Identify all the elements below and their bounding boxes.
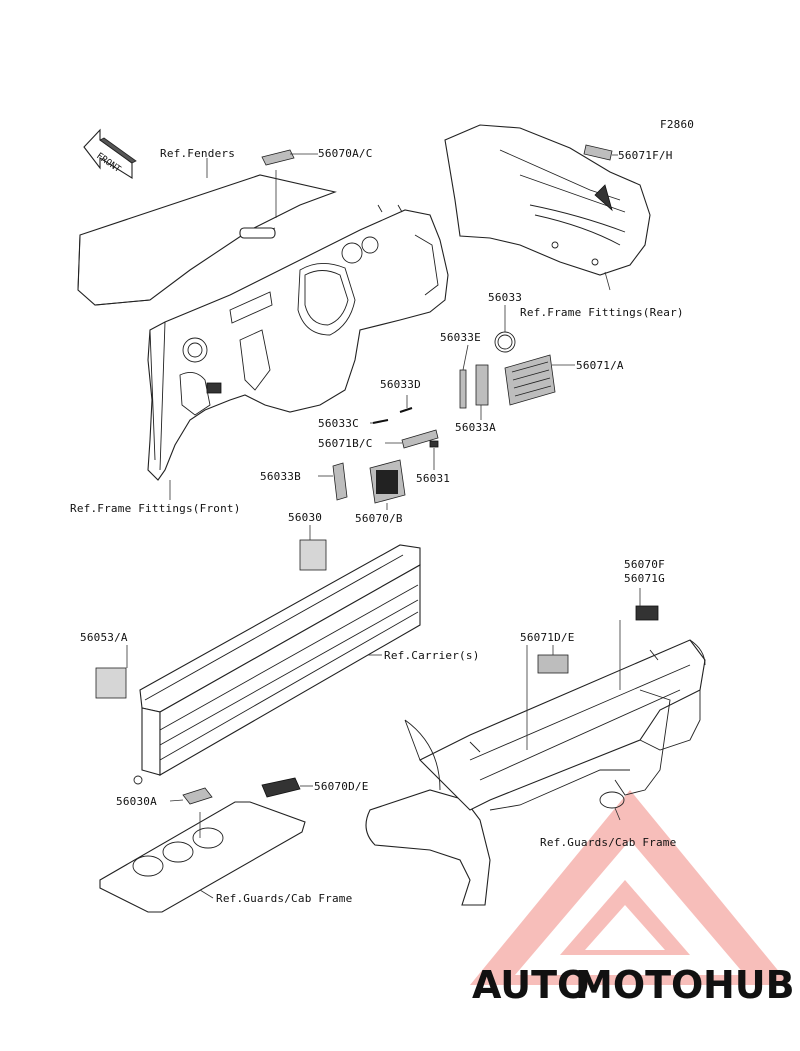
sticker-56071BC [401, 429, 439, 449]
label-56070F: 56070F [624, 558, 665, 571]
sticker-56071FH [583, 144, 613, 161]
clip-56033 [494, 331, 516, 353]
label-56071FH: 56071F/H [618, 149, 673, 162]
sticker-56070F-56071G [635, 605, 659, 621]
label-56071DE: 56071D/E [520, 631, 575, 644]
floor-board [99, 777, 306, 913]
leader-lines [126, 153, 641, 899]
label-56053A: 56053/A [80, 631, 128, 644]
strip-56033D [399, 407, 413, 413]
watermark-auto: AUTO [472, 963, 589, 1007]
watermark-triangle-core-inner [585, 905, 665, 950]
sticker-56070DE [261, 777, 301, 798]
sticker-56071DE [537, 654, 569, 674]
watermark-wordmark: AUTO MOTO HUB [472, 963, 795, 1007]
label-56033D: 56033D [380, 378, 421, 391]
label-56033: 56033 [488, 291, 522, 304]
sticker-56033B [332, 462, 348, 501]
sticker-56070AC [261, 149, 295, 166]
strip-56033C [372, 419, 389, 424]
label-ref-frame-fittings-rear: Ref.Frame Fittings(Rear) [520, 306, 684, 319]
label-56071G: 56071G [624, 572, 665, 585]
watermark-hub: HUB [703, 963, 795, 1007]
watermark-logo [470, 790, 790, 985]
sticker-56071A [504, 354, 556, 406]
rear-fender-panel [444, 124, 651, 276]
sticker-56031 [429, 440, 439, 448]
label-ref-guards-cab-frame-right: Ref.Guards/Cab Frame [540, 836, 676, 849]
label-56033C: 56033C [318, 417, 359, 430]
label-56070DE: 56070D/E [314, 780, 369, 793]
label-56033A: 56033A [455, 421, 496, 434]
label-ref-carriers: Ref.Carrier(s) [384, 649, 480, 662]
label-56033B: 56033B [260, 470, 301, 483]
label-ref-fenders: Ref.Fenders [160, 147, 235, 160]
tailgate-panel [95, 539, 421, 785]
strip-56033E [459, 369, 467, 409]
sticker-56053A [95, 667, 127, 699]
watermark-moto: MOTO [575, 963, 703, 1007]
front-arrow-icon: FRONT [83, 128, 137, 179]
label-56071A: 56071/A [576, 359, 624, 372]
label-56071BC: 56071B/C [318, 437, 373, 450]
label-56033E: 56033E [440, 331, 481, 344]
strip-56033A [475, 364, 489, 406]
sticker-56030 [299, 539, 327, 571]
dashboard-panel [147, 204, 449, 481]
sticker-56070B [369, 459, 406, 504]
guard-frame [365, 605, 706, 906]
label-ref-guards-cab-frame-bottom: Ref.Guards/Cab Frame [216, 892, 352, 905]
label-56030: 56030 [288, 511, 322, 524]
fender-panel [77, 174, 337, 306]
label-ref-frame-fittings-front: Ref.Frame Fittings(Front) [70, 502, 241, 515]
sticker-56030A [182, 787, 213, 805]
figure-code: F2860 [660, 118, 694, 131]
label-56030A: 56030A [116, 795, 157, 808]
label-56031: 56031 [416, 472, 450, 485]
labels: Ref.Fenders 56070A/C 56071F/H 56033 Ref.… [70, 147, 684, 905]
label-56070B: 56070/B [355, 512, 403, 525]
label-56070AC: 56070A/C [318, 147, 373, 160]
